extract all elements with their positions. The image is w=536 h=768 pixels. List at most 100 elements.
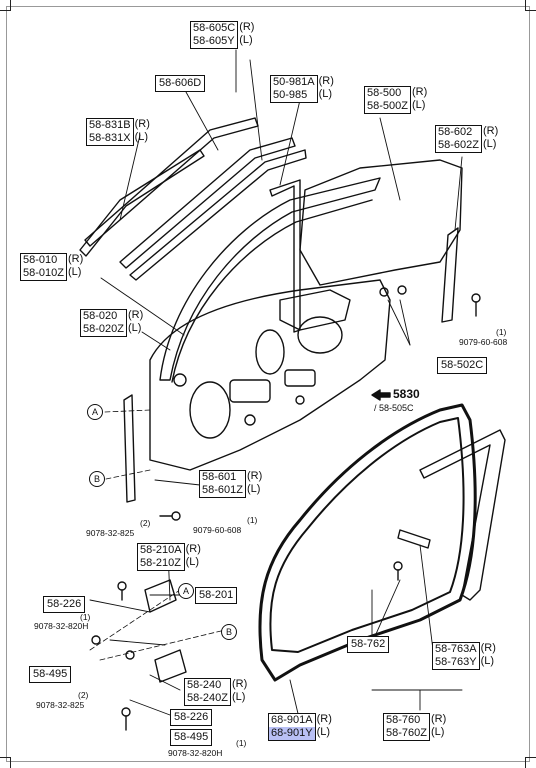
side-code: (R)	[482, 125, 499, 137]
corner-mark-top-right	[525, 0, 536, 11]
part-number: 58-763Y	[435, 656, 477, 668]
qty-9079-60-608-upper: (1)	[496, 327, 507, 337]
part-number: 58-240Z	[187, 692, 228, 704]
side-code: (L)	[127, 322, 142, 334]
bolt-9079-60-608-upper: 9079-60-608	[459, 337, 508, 347]
part-number: 58-605C	[193, 22, 236, 34]
belt-moulding-4	[79, 149, 205, 257]
part-number: 58-602Z	[438, 139, 479, 151]
side-code: (L)	[316, 726, 331, 738]
qty-9078-32-820H-upper: (1)	[80, 612, 91, 622]
qty-9078-32-825-upper: (2)	[140, 518, 151, 528]
window-regulator	[279, 289, 351, 331]
part-number: 58-226	[47, 598, 82, 610]
side-code: (L)	[480, 655, 495, 667]
bolts	[91, 285, 481, 731]
bolt-9078-32-825-lower: 9078-32-825	[36, 700, 85, 710]
side-code: (L)	[134, 131, 149, 143]
callout-a-upper: A	[87, 404, 103, 420]
side-code: (R)	[411, 86, 428, 98]
belt-moulding-2	[119, 137, 296, 269]
part-number: 58-500Z	[367, 100, 408, 112]
label-58-495-upper: 58-495	[29, 666, 72, 683]
part-number-highlighted: 68-901Y	[269, 727, 315, 740]
side-code: (R)	[318, 75, 334, 87]
part-number: 58-201	[199, 589, 234, 601]
bolt-9078-32-820H-lower: 9078-32-820H	[168, 748, 223, 758]
part-number: 58-831B	[89, 119, 131, 131]
door-weatherstrip	[258, 403, 477, 682]
part-number: 58-495	[33, 668, 68, 680]
part-number: 58-601Z	[202, 484, 243, 496]
side-code: (L)	[185, 556, 200, 568]
side-code: (R)	[231, 678, 248, 690]
label-58-495-lower: 58-495	[170, 729, 213, 746]
upper-hinge	[144, 579, 177, 613]
side-code: (R)	[430, 713, 447, 725]
diagram-frame	[6, 6, 530, 762]
qty-9078-32-825-lower: (2)	[78, 690, 89, 700]
bolt-9078-32-820H-upper: 9078-32-820H	[34, 621, 89, 631]
glass-run-inner	[171, 199, 373, 383]
reference-sub: / 58-505C	[374, 403, 414, 413]
side-code: (L)	[430, 726, 445, 738]
label-58-226-upper: 58-226	[43, 596, 86, 613]
side-code: (R)	[316, 713, 332, 725]
side-code: (R)	[239, 21, 255, 33]
part-number: 50-981A	[273, 76, 315, 88]
part-number: 58-210A	[140, 544, 182, 556]
side-code: (R)	[246, 470, 263, 482]
part-number: 58-760Z	[386, 727, 427, 739]
side-code: (R)	[127, 309, 144, 321]
side-code: (R)	[480, 642, 496, 654]
side-code: (R)	[185, 543, 201, 555]
label-58-762: 58-762	[347, 636, 390, 653]
qty-9079-60-608-lower: (1)	[247, 515, 258, 525]
label-58-201: 58-201	[195, 587, 238, 604]
part-number: 58-601	[202, 471, 237, 483]
part-number: 58-762	[351, 638, 386, 650]
reference-code: 5830	[393, 387, 420, 401]
side-code: (L)	[318, 88, 333, 100]
part-number: 68-901A	[271, 714, 313, 726]
corner-mark-bottom-right	[525, 757, 536, 768]
door-glass	[299, 159, 463, 286]
label-58-606: 58-606D	[155, 75, 206, 92]
opening-trim	[419, 429, 506, 601]
part-number: 58-500	[367, 87, 402, 99]
side-code: (L)	[239, 34, 253, 46]
bolt-9079-60-608-lower: 9079-60-608	[193, 525, 242, 535]
callout-a-lower: A	[178, 583, 194, 599]
callout-b-upper: B	[89, 471, 105, 487]
part-number: 58-020	[83, 310, 118, 322]
part-number: 58-210Z	[140, 557, 181, 569]
belt-moulding-3	[129, 149, 307, 281]
side-code: (L)	[246, 483, 261, 495]
door-inner-panel	[149, 279, 391, 471]
part-number: 58-020Z	[83, 323, 124, 335]
glass-run-outer	[159, 177, 381, 381]
corner-mark-top-left	[0, 0, 11, 11]
part-number: 58-605Y	[193, 35, 235, 47]
part-number: 58-010Z	[23, 267, 64, 279]
part-number: 58-495	[174, 731, 209, 743]
callout-b-lower: B	[221, 624, 237, 640]
part-number: 58-831X	[89, 132, 131, 144]
door-check	[397, 529, 431, 549]
side-code: (R)	[67, 253, 84, 265]
reference-arrow-icon	[371, 389, 391, 401]
lower-hinge	[154, 649, 187, 683]
part-number: 58-602	[438, 126, 473, 138]
front-lower-sash	[123, 394, 136, 503]
side-code: (L)	[67, 266, 82, 278]
